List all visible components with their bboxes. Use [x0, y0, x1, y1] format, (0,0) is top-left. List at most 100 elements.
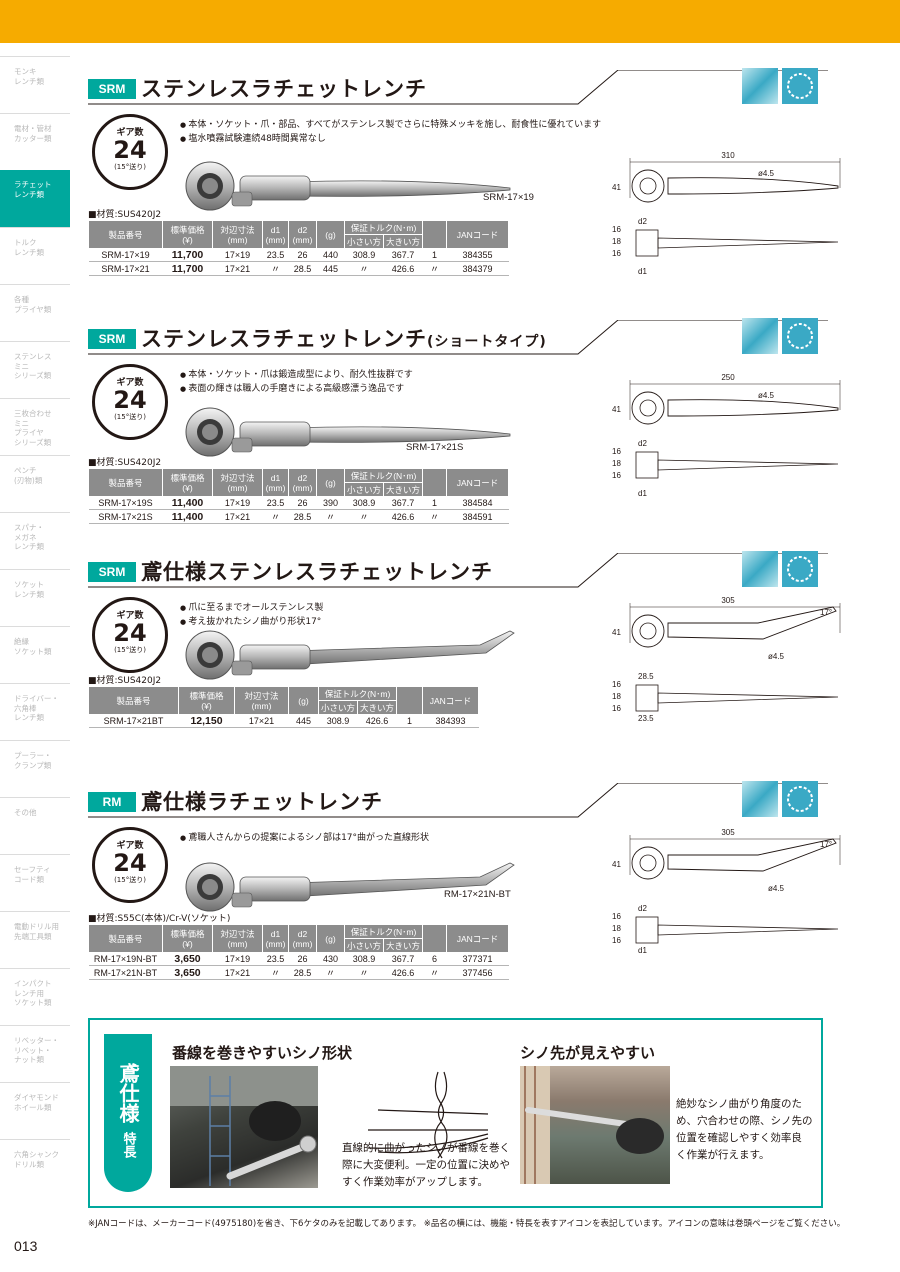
table-cell: 〃	[262, 261, 289, 276]
sidebar-item[interactable]: セーフティ コード類	[0, 854, 70, 911]
table-cell: 〃	[422, 509, 447, 524]
sidebar-item[interactable]: ダイヤモンド ホイール類	[0, 1082, 70, 1139]
table-cell: SRM-17×21BT	[88, 714, 179, 728]
gear-count-badge: ギア数 24 (15°送り)	[92, 597, 168, 673]
sidebar-item[interactable]: 電材・管材 カッター類	[0, 113, 70, 170]
feature-icons	[742, 781, 818, 817]
drawing-hole-label: ø4.5	[768, 884, 785, 893]
stainless-icon	[742, 551, 778, 587]
sidebar-item[interactable]: スパナ・ メガネ レンチ類	[0, 512, 70, 569]
badge-top: ギア数	[116, 841, 144, 851]
svg-text:16: 16	[612, 704, 621, 713]
table-cell: 1	[396, 714, 423, 728]
col-header: 標準価格 (¥)	[162, 220, 213, 249]
sidebar-item[interactable]: ステンレス ミニ シリーズ類	[0, 341, 70, 398]
sidebar-item[interactable]: ソケット レンチ類	[0, 569, 70, 626]
table-cell: 17×19	[212, 496, 263, 510]
series-tag: RM	[88, 792, 136, 812]
sidebar-item[interactable]: モンキ レンチ類	[0, 56, 70, 113]
sidebar-item[interactable]: 電動ドリル用 先端工具類	[0, 911, 70, 968]
product-section: SRM ステンレスラチェットレンチ(ショートタイプ) ギア数 24 (15°送り…	[88, 318, 888, 524]
col-header: 小さい方	[343, 234, 385, 249]
badge-number: 24	[113, 849, 147, 877]
spec-table: 製品番号標準価格 (¥)対辺寸法 (mm)(g)保証トルク(N･m)JANコード…	[88, 686, 480, 728]
sidebar-item[interactable]: 三枚合わせ ミニ プライヤ シリーズ類	[0, 398, 70, 455]
spec-table: 製品番号標準価格 (¥)対辺寸法 (mm)d1 (mm)d2 (mm)(g)保証…	[88, 924, 510, 980]
sidebar-item[interactable]: 絶縁 ソケット類	[0, 626, 70, 683]
sidebar-item[interactable]: ドライバー・ 六角棒 レンチ類	[0, 683, 70, 740]
table-cell: 26	[288, 496, 317, 510]
col-header: 大きい方	[383, 938, 424, 953]
sidebar-item[interactable]: トルク レンチ類	[0, 227, 70, 284]
sidebar-item[interactable]: ラチェット レンチ類	[0, 170, 70, 227]
table-cell: 440	[316, 248, 345, 262]
feature-bullets: 本体・ソケット・爪・部品、すべてがステンレス製でさらに特殊メッキを施し、耐食性に…	[180, 118, 601, 146]
stainless-icon	[742, 781, 778, 817]
table-cell: 308.9	[344, 496, 384, 510]
table-cell: 426.6	[383, 509, 423, 524]
dimension-drawing: 250 41 ø4.5 16 18 16 d2 d1	[612, 373, 841, 498]
table-cell: 28.5	[288, 509, 317, 524]
table-cell: 11,700	[162, 261, 213, 276]
table-cell: SRM-17×21	[88, 261, 163, 276]
drawing-d1-label: 23.5	[638, 714, 654, 723]
table-cell: 390	[316, 496, 345, 510]
sidebar-item[interactable]: 六角シャンク ドリル類	[0, 1139, 70, 1196]
badge-number: 24	[113, 619, 147, 647]
bullet-item: 鳶職人さんからの提案によるシノ部は17°曲がった直線形状	[180, 831, 429, 845]
product-photo	[180, 404, 520, 458]
table-cell: 384379	[446, 261, 509, 276]
section-rule	[88, 70, 828, 105]
bullet-item: 本体・ソケット・爪・部品、すべてがステンレス製でさらに特殊メッキを施し、耐食性に…	[180, 118, 601, 132]
dimension-drawing: 305 41 ø4.5 17° 16 18 16 28.5 23.5	[612, 596, 841, 723]
table-cell: 26	[288, 952, 317, 966]
section-rule	[88, 320, 828, 355]
sidebar-item[interactable]: リベッター・ リベット・ ナット類	[0, 1025, 70, 1082]
col-header: 大きい方	[383, 234, 424, 249]
table-cell: 1	[422, 496, 447, 510]
bullet-item: 考え抜かれたシノ曲がり形状17°	[180, 615, 323, 629]
feature-left-text: 直線的に曲がったシノが番線を巻く 際に大変便利。一定の位置に決めや すく作業効率…	[342, 1142, 510, 1188]
drawing-hole-label: ø4.5	[768, 652, 785, 661]
col-header	[422, 468, 448, 497]
col-header: 大きい方	[383, 482, 424, 497]
col-header: 対辺寸法 (mm)	[212, 220, 263, 249]
sidebar-item[interactable]: ペンチ (刃物)類	[0, 455, 70, 512]
table-cell: 430	[316, 952, 345, 966]
table-cell: 426.6	[357, 714, 397, 728]
table-cell: 23.5	[262, 248, 289, 262]
series-tag: SRM	[88, 79, 136, 99]
col-header: (g)	[316, 924, 345, 953]
col-header: 標準価格 (¥)	[162, 924, 213, 953]
drawing-d2-label: d2	[638, 217, 647, 226]
svg-text:18: 18	[612, 924, 621, 933]
drawing-angle-label: 17°	[820, 840, 832, 849]
col-header: 製品番号	[88, 686, 179, 715]
bullet-item: 本体・ソケット・爪は鍛造成型により、耐久性抜群です	[180, 368, 412, 382]
feature-box-label: 鳶仕様 特長	[104, 1034, 152, 1192]
table-cell: 〃	[344, 509, 384, 524]
gear-24-icon	[782, 781, 818, 817]
col-header: 製品番号	[88, 468, 163, 497]
col-header: d1 (mm)	[262, 220, 289, 249]
dimension-drawing: 310 41 ø4.5 16 18 16 d2 d1	[612, 151, 841, 276]
section-rule	[88, 553, 828, 588]
drawing-height-label: 41	[612, 628, 621, 637]
badge-bottom: (15°送り)	[114, 163, 146, 171]
dimension-drawing-wrap: 250 41 ø4.5 16 18 16 d2 d1	[608, 370, 848, 500]
table-cell: 367.7	[383, 248, 423, 262]
worker-photo-left	[170, 1066, 318, 1188]
sidebar-item[interactable]: プーラー・ クランプ類	[0, 740, 70, 797]
col-header: 対辺寸法 (mm)	[212, 468, 263, 497]
sidebar-item[interactable]: 各種 プライヤ類	[0, 284, 70, 341]
table-cell: 28.5	[288, 965, 317, 980]
col-header: (g)	[316, 220, 345, 249]
sidebar-item[interactable]: その他	[0, 797, 70, 854]
sidebar-item[interactable]: インパクト レンチ用 ソケット類	[0, 968, 70, 1025]
product-section: RM 鳶仕様ラチェットレンチ ギア数 24 (15°送り) 鳶職人さんからの提案…	[88, 781, 888, 980]
table-cell: SRM-17×19	[88, 248, 163, 262]
drawing-height-label: 41	[612, 405, 621, 414]
drawing-d1-label: d1	[638, 946, 647, 955]
